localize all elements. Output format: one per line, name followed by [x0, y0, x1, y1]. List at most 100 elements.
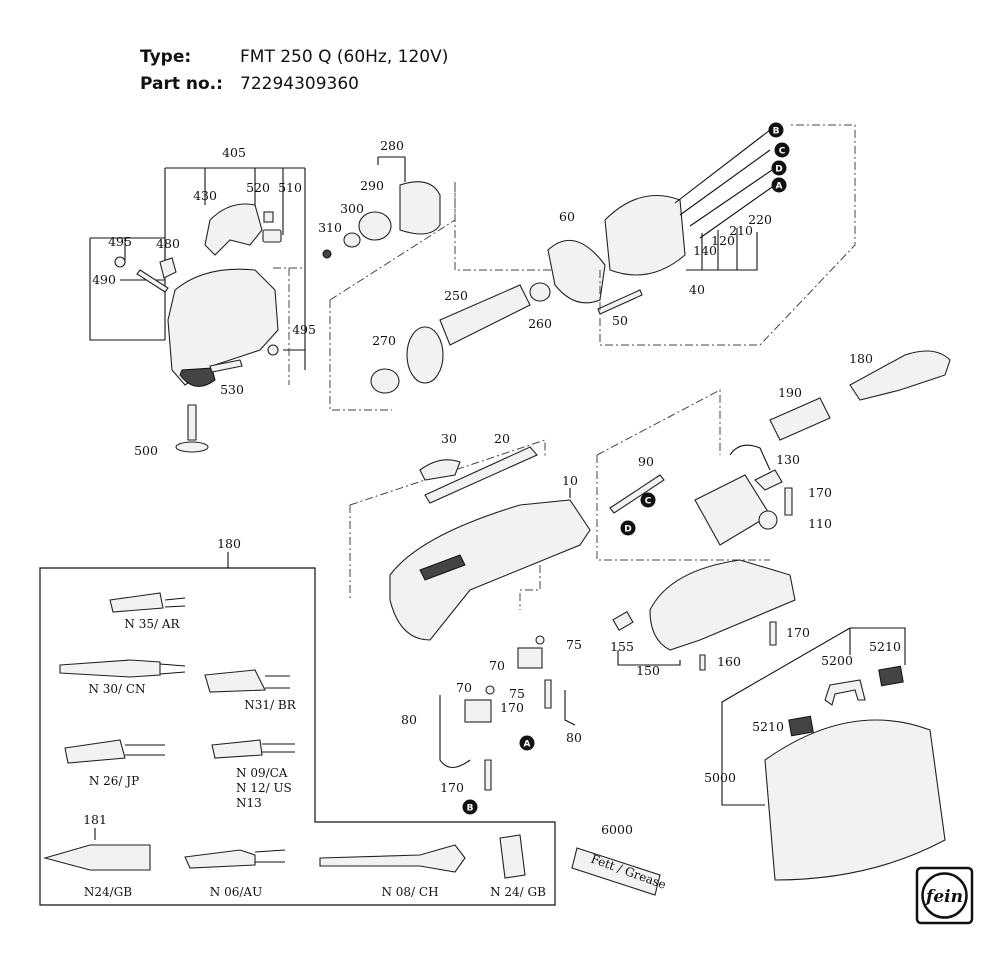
label-40: 40 [689, 282, 705, 297]
plug-label-n24gb2: N 24/ GB [490, 885, 546, 899]
case-latch-2-part [878, 665, 904, 687]
bottom-shell-group [612, 559, 796, 671]
cable-clamp-part [754, 469, 783, 491]
electronics-module-part [694, 474, 771, 546]
plug-labels: N 35/ AR N 30/ CN N31/ BR N 26/ JP N 09/… [84, 617, 546, 899]
clamp-flange-part [175, 441, 209, 453]
plug-adapter-part [499, 834, 526, 879]
electronics-group [596, 389, 793, 561]
marker-B-low: B [462, 799, 478, 815]
mains-plug-part [849, 350, 951, 401]
housing-group [349, 439, 591, 641]
label-120: 120 [711, 233, 735, 248]
label-480: 480 [156, 236, 180, 251]
stator-part [604, 194, 686, 276]
switch-leads-group [439, 565, 576, 791]
motor-group [322, 124, 856, 411]
plug-n08-part [319, 844, 466, 873]
marker-A-top: A [771, 177, 787, 193]
case-group [721, 627, 946, 881]
label-490: 490 [92, 272, 116, 287]
gear-head-assembly [89, 167, 306, 453]
label-90: 90 [638, 454, 654, 469]
label-280: 280 [380, 138, 404, 153]
label-5200: 5200 [821, 653, 853, 668]
block-part [159, 257, 177, 279]
label-405: 405 [222, 145, 246, 160]
label-80-b: 80 [566, 730, 582, 745]
label-270: 270 [372, 333, 396, 348]
plug-label-n06: N 06/AU [210, 885, 262, 899]
motor-housing-part [389, 499, 591, 641]
marker-B-top: B [768, 122, 784, 138]
marker-D-top: D [771, 160, 787, 176]
label-75-b: 75 [509, 686, 525, 701]
plug-label-n12: N 12/ US [236, 781, 292, 795]
armature-fan-part [406, 326, 444, 384]
label-170-a: 170 [808, 485, 832, 500]
label-310: 310 [318, 220, 342, 235]
label-210: 210 [729, 223, 753, 238]
type-label: Type: [140, 47, 192, 67]
label-70-a: 70 [489, 658, 505, 673]
label-180-box: 180 [217, 536, 241, 551]
label-30: 30 [441, 431, 457, 446]
switch-slide-part [424, 446, 538, 504]
gear-cover-part [204, 203, 263, 256]
bearing-part [343, 232, 361, 248]
marker-D-mid: D [620, 520, 636, 536]
part-number-row: Part no.:72294309360 [140, 74, 359, 94]
label-80-a: 80 [401, 712, 417, 727]
label-180: 180 [849, 351, 873, 366]
label-495-a: 495 [108, 234, 132, 249]
front-bearing-part [370, 368, 400, 394]
label-170-b: 170 [500, 700, 524, 715]
label-170-c: 170 [440, 780, 464, 795]
nut-part [322, 249, 332, 259]
label-160: 160 [717, 654, 741, 669]
label-510: 510 [278, 180, 302, 195]
bush-part [114, 256, 126, 268]
armature-part [439, 284, 531, 346]
plug-label-n13: N13 [236, 796, 262, 810]
label-5210-b: 5210 [869, 639, 901, 654]
label-110: 110 [808, 516, 832, 531]
cable-plug-group [769, 350, 951, 441]
type-value: FMT 250 Q (60Hz, 120V) [240, 47, 449, 67]
pin-part [136, 269, 169, 293]
plug-n31-part [204, 669, 266, 693]
plug-label-n24gb: N24/GB [84, 885, 132, 899]
svg-text:C: C [779, 147, 786, 157]
label-300: 300 [340, 201, 364, 216]
label-500: 500 [134, 443, 158, 458]
svg-text:A: A [524, 740, 531, 750]
part-number-label: Part no.: [140, 74, 223, 94]
plug-label-n09: N 09/CA [236, 766, 288, 780]
switch-knob-part [419, 459, 461, 481]
cable-sleeve-part [769, 397, 831, 441]
plug-label-n31: N31/ BR [244, 698, 296, 712]
marker-C-mid: C [640, 492, 656, 508]
plug-n26-part [64, 739, 126, 764]
svg-text:C: C [645, 497, 652, 507]
plug-n09-part [211, 739, 263, 759]
label-6000: 6000 [601, 822, 633, 837]
marker-A-low: A [519, 735, 535, 751]
plug-n35-part [109, 592, 164, 613]
fein-logo-text: fein [925, 887, 963, 907]
svg-text:A: A [776, 182, 783, 192]
fein-logo: fein [915, 866, 974, 925]
svg-text:D: D [624, 525, 631, 535]
svg-text:D: D [775, 165, 782, 175]
grease-tube-part [571, 847, 661, 896]
switch-2-part [464, 699, 492, 723]
bottom-housing-part [649, 559, 796, 651]
part-labels: 405 430 520 510 495 480 490 495 530 500 … [83, 138, 901, 837]
plug-n24gb-part [42, 844, 151, 871]
plug-label-n26: N 26/ JP [89, 774, 139, 788]
label-155: 155 [610, 639, 634, 654]
plug-label-n08: N 08/ CH [381, 885, 438, 899]
plug-label-n30: N 30/ CN [88, 682, 145, 696]
label-5210-a: 5210 [752, 719, 784, 734]
label-260: 260 [528, 316, 552, 331]
